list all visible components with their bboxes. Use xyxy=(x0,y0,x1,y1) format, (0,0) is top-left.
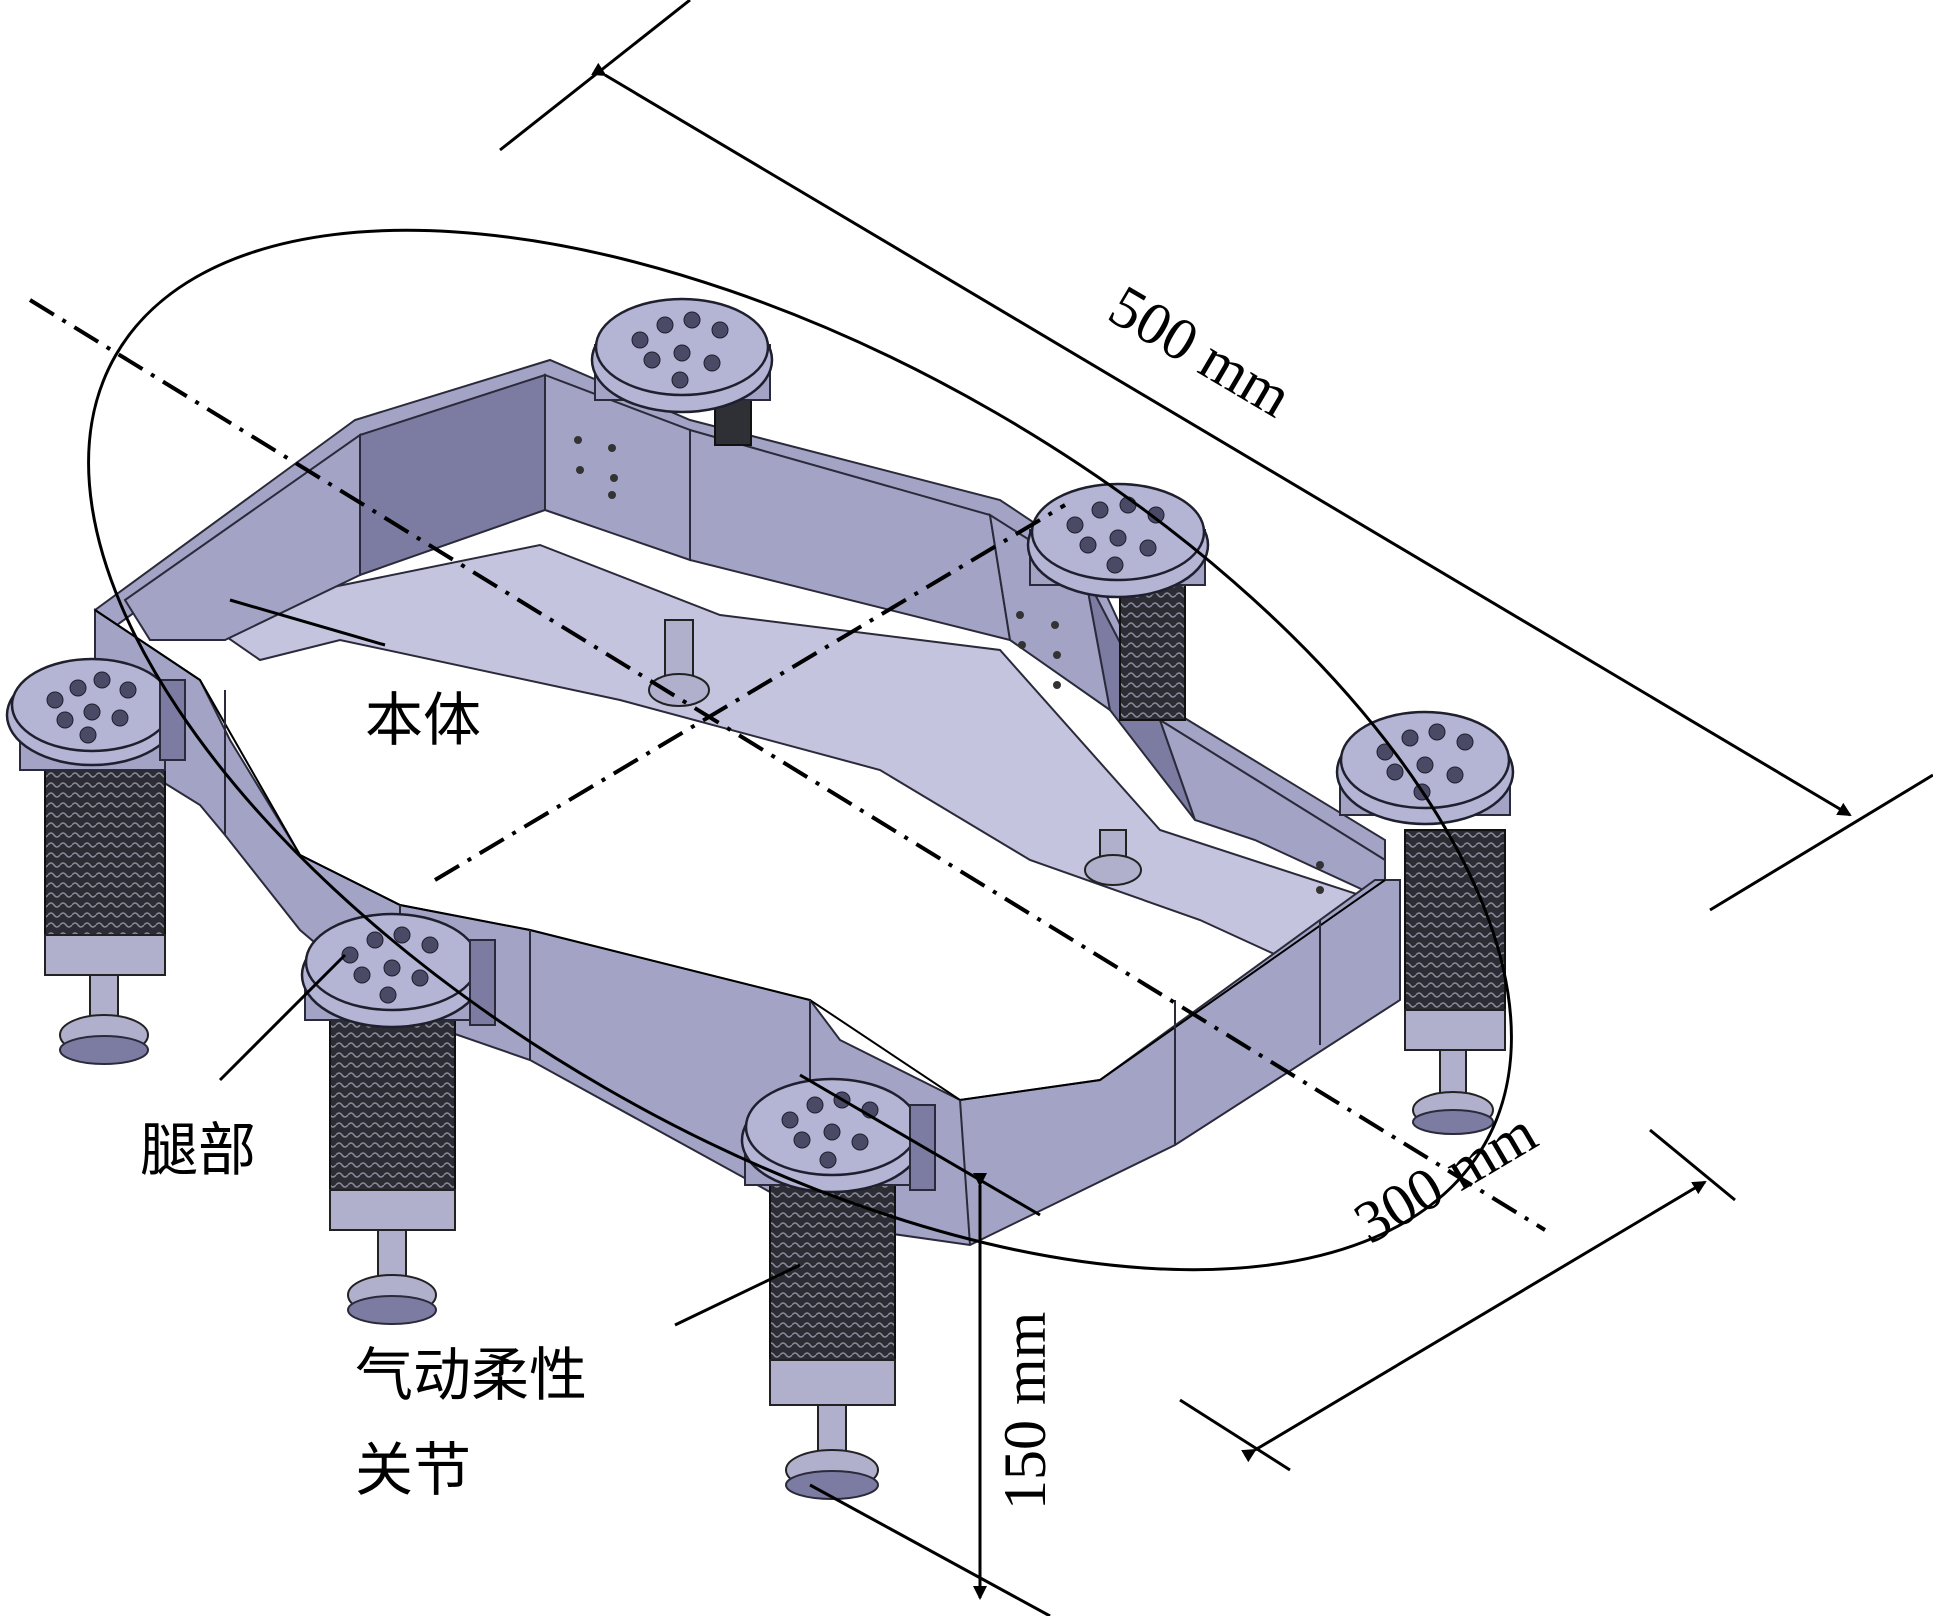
frame-edge-leader-line xyxy=(799,1073,1041,1217)
pad-front-right xyxy=(740,1077,936,1194)
label-leg: 腿部 xyxy=(140,1116,256,1184)
leg-leader-line xyxy=(218,953,347,1082)
leg-front-mid-left xyxy=(329,1009,456,1325)
pad-right-back xyxy=(1335,710,1515,826)
pad-right-middle xyxy=(1026,482,1210,599)
pad-top-back xyxy=(590,297,774,414)
leg-front-left xyxy=(44,764,166,1065)
dimension-length-label: 500 mm xyxy=(1098,272,1302,430)
pad-front-left xyxy=(5,657,186,771)
pad-front-mid-left xyxy=(300,912,496,1029)
leg-right-back xyxy=(1404,829,1506,1135)
dimension-height-label: 150 mm xyxy=(992,1312,1058,1510)
label-joint-line1: 气动柔性 xyxy=(355,1341,587,1409)
leg-back-right xyxy=(1084,829,1142,886)
body-leader-line xyxy=(229,598,386,647)
dimension-height: 150 mm xyxy=(809,1173,1058,1616)
label-body: 本体 xyxy=(365,686,481,754)
leg-front-right xyxy=(769,1169,896,1500)
joint-leader-line xyxy=(674,1263,801,1327)
dimension-width: 300 mm xyxy=(1179,1099,1736,1472)
frame-back-panel-1 xyxy=(123,433,361,641)
label-joint-line2: 关节 xyxy=(355,1436,471,1504)
frame-back-panel-2 xyxy=(359,373,546,577)
robot-body-frame xyxy=(93,358,1401,1247)
